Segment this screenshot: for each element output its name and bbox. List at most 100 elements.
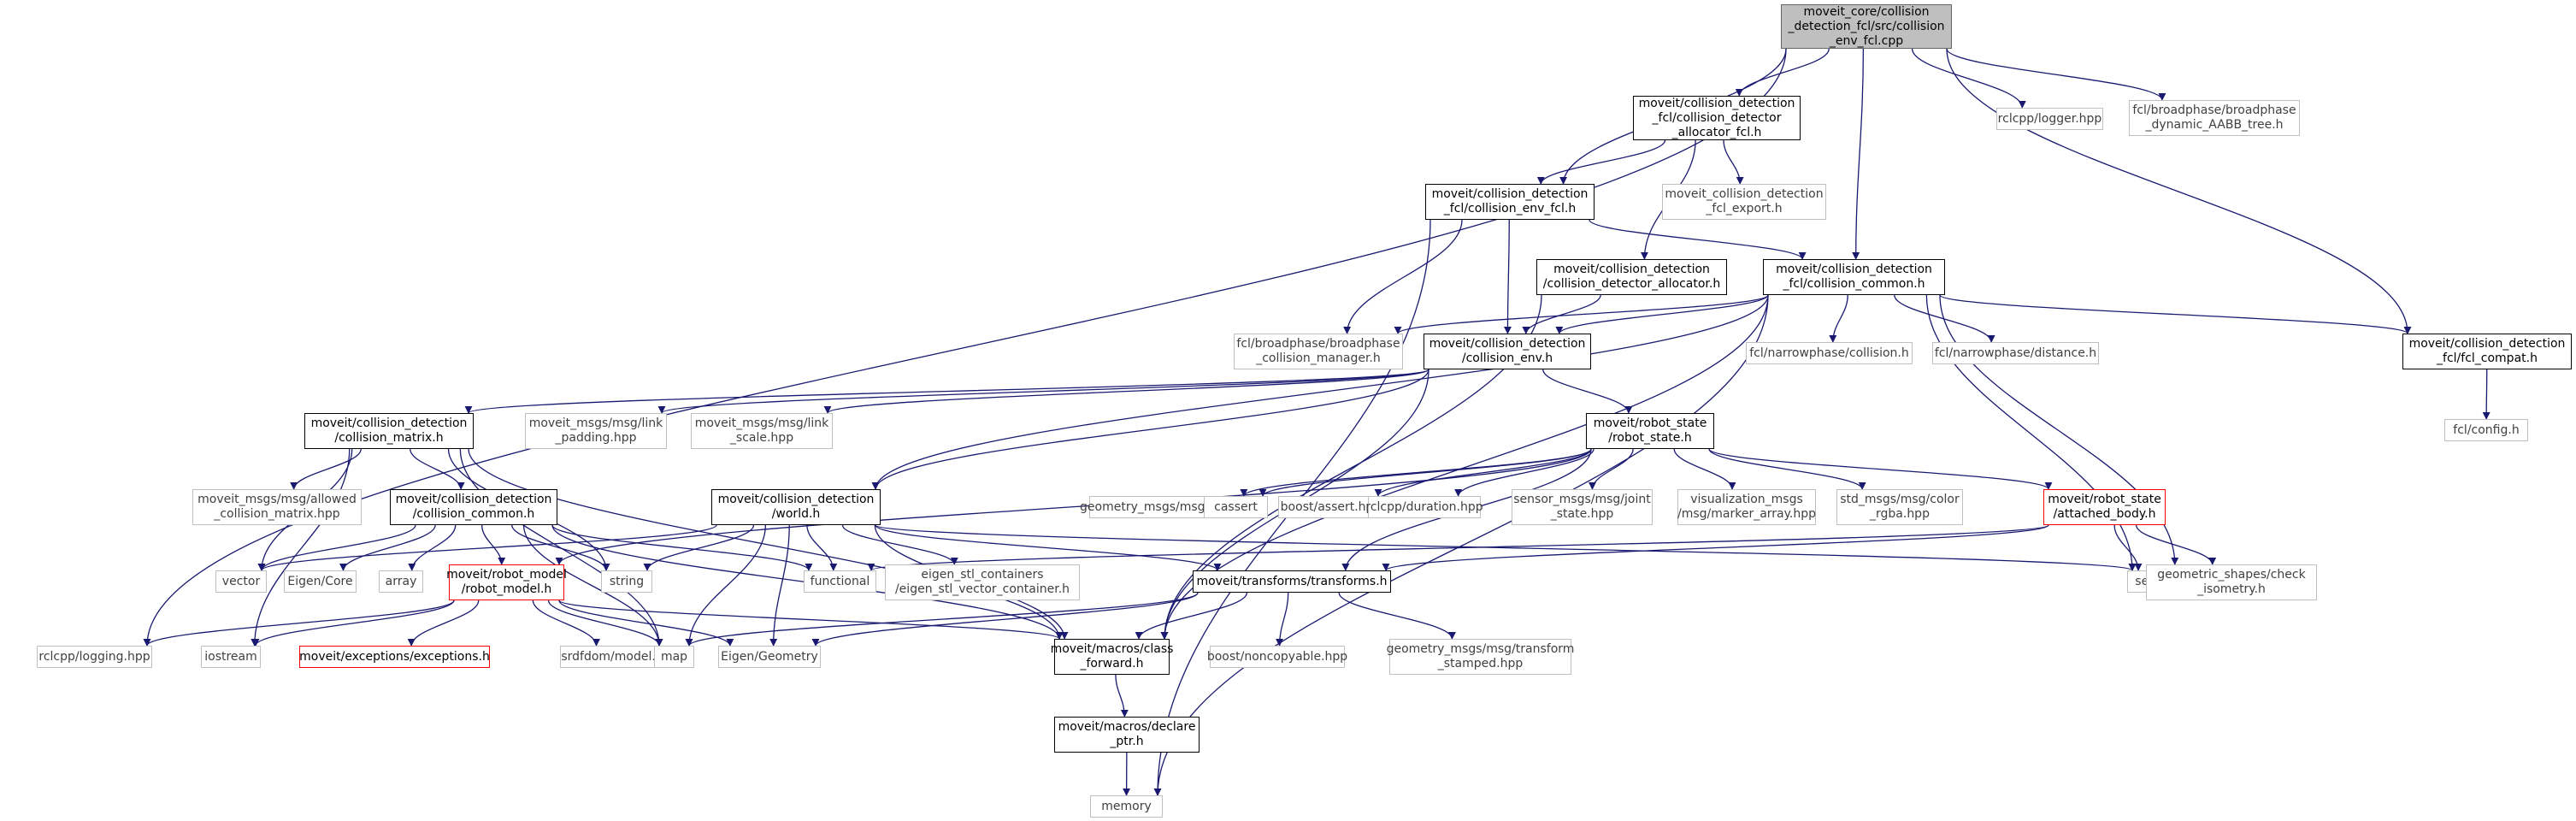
node-transform-stamped[interactable]: geometry_msgs/msg/transform _stamped.hpp (1387, 639, 1574, 675)
node-world[interactable]: moveit/collision_detection /world.h (711, 489, 881, 525)
edge-world-to-string (643, 524, 755, 571)
edge-cd-common-to-robot-model (480, 524, 506, 565)
node-marker-array[interactable]: visualization_msgs /msg/marker_array.hpp (1677, 489, 1816, 525)
node-label: moveit/collision_detection _fcl/fcl_comp… (2408, 337, 2566, 365)
node-label: fcl/config.h (2453, 422, 2520, 437)
node-map[interactable]: map (654, 646, 694, 668)
edge-collision-matrix-to-allowed-cm (290, 448, 362, 490)
edge-fcl-common-to-bp-manager (1394, 294, 1769, 334)
edge-fcl-common-to-np-collision (1829, 294, 1848, 343)
node-array[interactable]: array (379, 570, 423, 593)
edge-robot-state-to-color-rgba (1708, 448, 1866, 490)
edge-robot-model-to-map (547, 600, 663, 647)
edge-root-to-alloc-fcl (1735, 48, 1830, 97)
node-label: srdfdom/model.h (561, 649, 663, 664)
edge-transforms-to-noncopyable (1276, 592, 1289, 647)
node-label: functional (810, 574, 870, 588)
node-collision-env[interactable]: moveit/collision_detection /collision_en… (1424, 334, 1591, 369)
edge-collision-matrix-to-iostream (251, 448, 351, 647)
node-label: moveit/collision_detection _fcl/collisio… (1431, 187, 1589, 216)
node-cd-common[interactable]: moveit/collision_detection /collision_co… (390, 489, 557, 525)
node-root[interactable]: moveit_core/collision _detection_fcl/src… (1781, 4, 1952, 49)
edge-robot-model-to-iostream (251, 600, 455, 647)
node-label: geometry_msgs/msg/transform _stamped.hpp (1386, 642, 1575, 670)
node-boost-assert[interactable]: boost/assert.hpp (1278, 496, 1383, 518)
edge-fcl-common-to-np-distance (1894, 294, 1995, 343)
node-label: moveit/exceptions/exceptions.h (299, 649, 490, 664)
node-exceptions[interactable]: moveit/exceptions/exceptions.h (299, 646, 490, 668)
edge-fcl-common-to-world (871, 294, 1769, 490)
node-noncopyable[interactable]: boost/noncopyable.hpp (1207, 646, 1347, 668)
edge-robot-model-to-srdfdom (532, 600, 600, 647)
edge-collision-env-to-world (871, 369, 1429, 490)
node-label: rclcpp/logging.hpp (38, 649, 150, 664)
node-allowed-cm[interactable]: moveit_msgs/msg/allowed _collision_matri… (192, 489, 362, 525)
node-aabb[interactable]: fcl/broadphase/broadphase _dynamic_AABB_… (2129, 100, 2300, 136)
node-color-rgba[interactable]: std_msgs/msg/color _rgba.hpp (1836, 489, 1963, 525)
node-fcl-common[interactable]: moveit/collision_detection _fcl/collisio… (1763, 259, 1945, 295)
node-label: sensor_msgs/msg/joint _state.hpp (1513, 493, 1651, 521)
edge-attached-body-to-transforms (1382, 524, 2049, 571)
edge-transforms-to-map (685, 592, 1199, 647)
node-attached-body[interactable]: moveit/robot_state /attached_body.h (2043, 489, 2166, 525)
edge-cd-common-to-map (522, 524, 663, 647)
node-label: rclcpp/logger.hpp (1997, 111, 2102, 126)
node-fcl-compat[interactable]: moveit/collision_detection _fcl/fcl_comp… (2402, 334, 2572, 369)
node-srdfdom[interactable]: srdfdom/model.h (560, 646, 664, 668)
edge-fcl-common-to-fcl-compat (1939, 294, 2412, 334)
edge-cd-common-to-functional (551, 524, 813, 571)
node-iostream[interactable]: iostream (201, 646, 261, 668)
node-eigen-core[interactable]: Eigen/Core (284, 570, 357, 593)
node-label: moveit/robot_state /attached_body.h (2048, 493, 2161, 521)
edge-env-fcl-to-fcl-common (1589, 219, 1807, 260)
node-env-fcl[interactable]: moveit/collision_detection _fcl/collisio… (1425, 184, 1595, 220)
node-logger[interactable]: rclcpp/logger.hpp (1996, 108, 2103, 130)
node-np-distance[interactable]: fcl/narrowphase/distance.h (1932, 342, 2099, 364)
edge-alloc-fcl-to-env-fcl (1536, 139, 1666, 185)
node-eigen-geometry[interactable]: Eigen/Geometry (718, 646, 821, 668)
node-label: moveit/collision_detection _fcl/collisio… (1638, 96, 1795, 139)
node-check-isometry[interactable]: geometric_shapes/check _isometry.h (2146, 564, 2317, 600)
edge-robot-state-to-boost-assert (1374, 448, 1592, 497)
node-rclcpp-logging[interactable]: rclcpp/logging.hpp (37, 646, 152, 668)
node-bp-manager[interactable]: fcl/broadphase/broadphase _collision_man… (1234, 334, 1403, 369)
edge-robot-state-to-joint-state (1588, 448, 1634, 490)
node-label: Eigen/Core (287, 574, 353, 588)
node-label: vector (221, 574, 261, 588)
node-declare-ptr[interactable]: moveit/macros/declare _ptr.h (1054, 717, 1200, 753)
node-fcl-export[interactable]: moveit_collision_detection _fcl_export.h (1662, 184, 1826, 220)
node-alloc-fcl[interactable]: moveit/collision_detection _fcl/collisio… (1633, 96, 1801, 140)
node-joint-state[interactable]: sensor_msgs/msg/joint _state.hpp (1512, 489, 1653, 525)
node-duration[interactable]: rclcpp/duration.hpp (1365, 496, 1483, 518)
node-label: moveit_msgs/msg/link _padding.hpp (528, 416, 663, 445)
node-eigen-stl[interactable]: eigen_stl_containers /eigen_stl_vector_c… (885, 564, 1080, 600)
edge-transforms-to-class-forward (1135, 592, 1248, 640)
node-class-forward[interactable]: moveit/macros/class _forward.h (1051, 639, 1173, 675)
node-label: moveit_msgs/msg/allowed _collision_matri… (197, 493, 357, 521)
edge-world-to-eigen-stl (841, 524, 958, 565)
node-link-scale[interactable]: moveit_msgs/msg/link _scale.hpp (691, 413, 833, 449)
node-label: moveit/transforms/transforms.h (1196, 574, 1388, 588)
node-np-collision[interactable]: fcl/narrowphase/collision.h (1746, 342, 1913, 364)
node-string[interactable]: string (601, 570, 652, 593)
node-vector[interactable]: vector (215, 570, 267, 593)
node-memory[interactable]: memory (1090, 795, 1163, 818)
edge-root-to-fcl-common (1852, 48, 1865, 260)
edge-root-to-aabb (1946, 48, 2166, 101)
node-link-padding[interactable]: moveit_msgs/msg/link _padding.hpp (525, 413, 667, 449)
node-robot-state[interactable]: moveit/robot_state /robot_state.h (1586, 413, 1714, 449)
node-transforms[interactable]: moveit/transforms/transforms.h (1193, 570, 1391, 593)
node-robot-model[interactable]: moveit/robot_model /robot_model.h (446, 564, 567, 600)
node-label: moveit_collision_detection _fcl_export.h (1665, 187, 1824, 216)
node-cassert[interactable]: cassert (1204, 496, 1268, 518)
node-collision-matrix[interactable]: moveit/collision_detection /collision_ma… (304, 413, 474, 449)
node-detector-alloc[interactable]: moveit/collision_detection /collision_de… (1536, 259, 1727, 295)
edge-attached-body-to-set (2113, 524, 2143, 571)
node-label: iostream (204, 649, 257, 664)
edge-alloc-fcl-to-fcl-export (1723, 139, 1744, 185)
node-functional[interactable]: functional (804, 570, 876, 593)
edge-root-to-fcl-compat (1946, 48, 2412, 334)
node-fcl-config[interactable]: fcl/config.h (2444, 419, 2528, 441)
edge-collision-env-to-link-padding (657, 369, 1429, 414)
